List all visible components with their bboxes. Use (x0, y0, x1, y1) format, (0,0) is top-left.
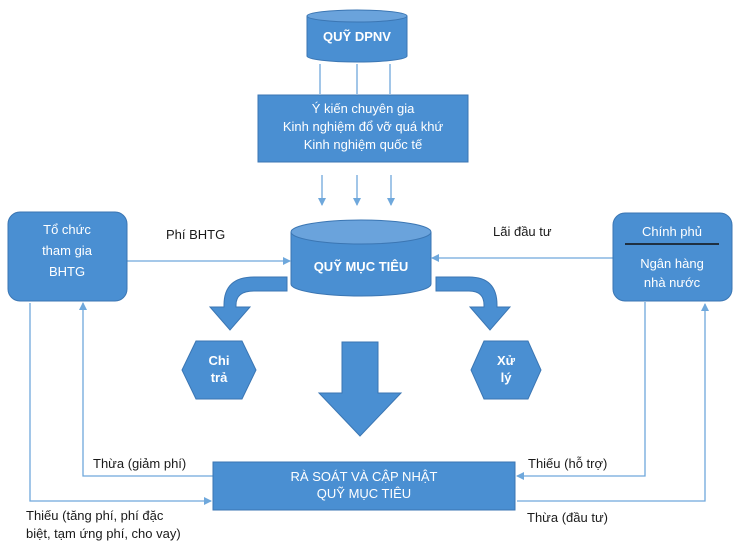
chi-tra-hexagon (181, 340, 257, 400)
node-xu-ly: Xử lý (470, 340, 542, 400)
government-line-1: Ngân hàng (640, 256, 704, 271)
node-chi-tra: Chi trả (181, 340, 257, 400)
node-review: RÀ SOÁT VÀ CẬP NHẬT QUỸ MỤC TIÊU (212, 461, 516, 511)
quy-muc-tieu-label: QUỸ MỤC TIÊU (314, 259, 409, 274)
expert-box-line-3: Kinh nghiệm quốc tế (304, 137, 423, 152)
chi-tra-line-1: Chi (209, 353, 230, 368)
expert-box-line-1: Ý kiến chuyên gia (312, 101, 415, 116)
arrow-thua-giam-phi (79, 302, 213, 477)
edge-label-thieu-ho-tro: Thiếu (hỗ trợ) (528, 456, 607, 471)
node-expert-box: Ý kiến chuyên gia Kinh nghiệm đổ vỡ quá … (257, 94, 469, 163)
arrow-thieu-ho-tro (516, 302, 646, 480)
participants-line-2: tham gia (42, 243, 93, 258)
review-line-2: QUỸ MỤC TIÊU (317, 486, 411, 501)
quy-dpnv-cylinder-top (306, 9, 408, 23)
big-down-arrow (317, 341, 403, 437)
node-quy-dpnv: QUỸ DPNV (306, 9, 408, 63)
expert-box-rect (257, 94, 469, 163)
quy-muc-tieu-cylinder-top (290, 219, 432, 245)
xu-ly-line-2: lý (501, 370, 513, 385)
participants-rect (7, 211, 128, 302)
curved-arrow-chi-tra (208, 276, 288, 331)
arrow-thieu-tang-phi (29, 303, 212, 505)
edge-label-thieu-tang-phi-2: biệt, tạm ứng phí, cho vay) (26, 526, 181, 541)
quy-dpnv-label: QUỸ DPNV (323, 29, 391, 44)
arrow-thua-dau-tu (517, 303, 709, 502)
participants-line-3: BHTG (49, 264, 85, 279)
edge-label-phi-bhtg: Phí BHTG (166, 227, 225, 242)
government-rect (612, 212, 733, 302)
review-rect (212, 461, 516, 511)
curved-arrow-xu-ly (435, 276, 512, 331)
expert-box-line-2: Kinh nghiệm đổ vỡ quá khứ (283, 119, 444, 134)
edge-label-thua-giam-phi: Thừa (giảm phí) (93, 456, 186, 471)
government-line-2: nhà nước (644, 275, 701, 290)
edge-label-thieu-tang-phi-1: Thiếu (tăng phí, phí đặc (26, 508, 164, 523)
node-quy-muc-tieu: QUỸ MỤC TIÊU (290, 219, 432, 297)
node-government: Chính phủ Ngân hàng nhà nước (612, 212, 733, 302)
quy-dpnv-cylinder (306, 16, 408, 63)
xu-ly-line-1: Xử (497, 353, 516, 368)
participants-line-1: Tổ chức (43, 222, 91, 237)
node-participants: Tổ chức tham gia BHTG (7, 211, 128, 302)
chi-tra-line-2: trả (211, 370, 228, 385)
edge-label-lai-dau-tu: Lãi đầu tư (493, 224, 552, 239)
review-line-1: RÀ SOÁT VÀ CẬP NHẬT (291, 469, 438, 484)
government-top: Chính phủ (642, 224, 702, 239)
edge-label-thua-dau-tu: Thừa (đầu tư) (527, 510, 608, 525)
connectors (29, 64, 709, 505)
quy-muc-tieu-cylinder (290, 232, 432, 297)
xu-ly-hexagon (470, 340, 542, 400)
